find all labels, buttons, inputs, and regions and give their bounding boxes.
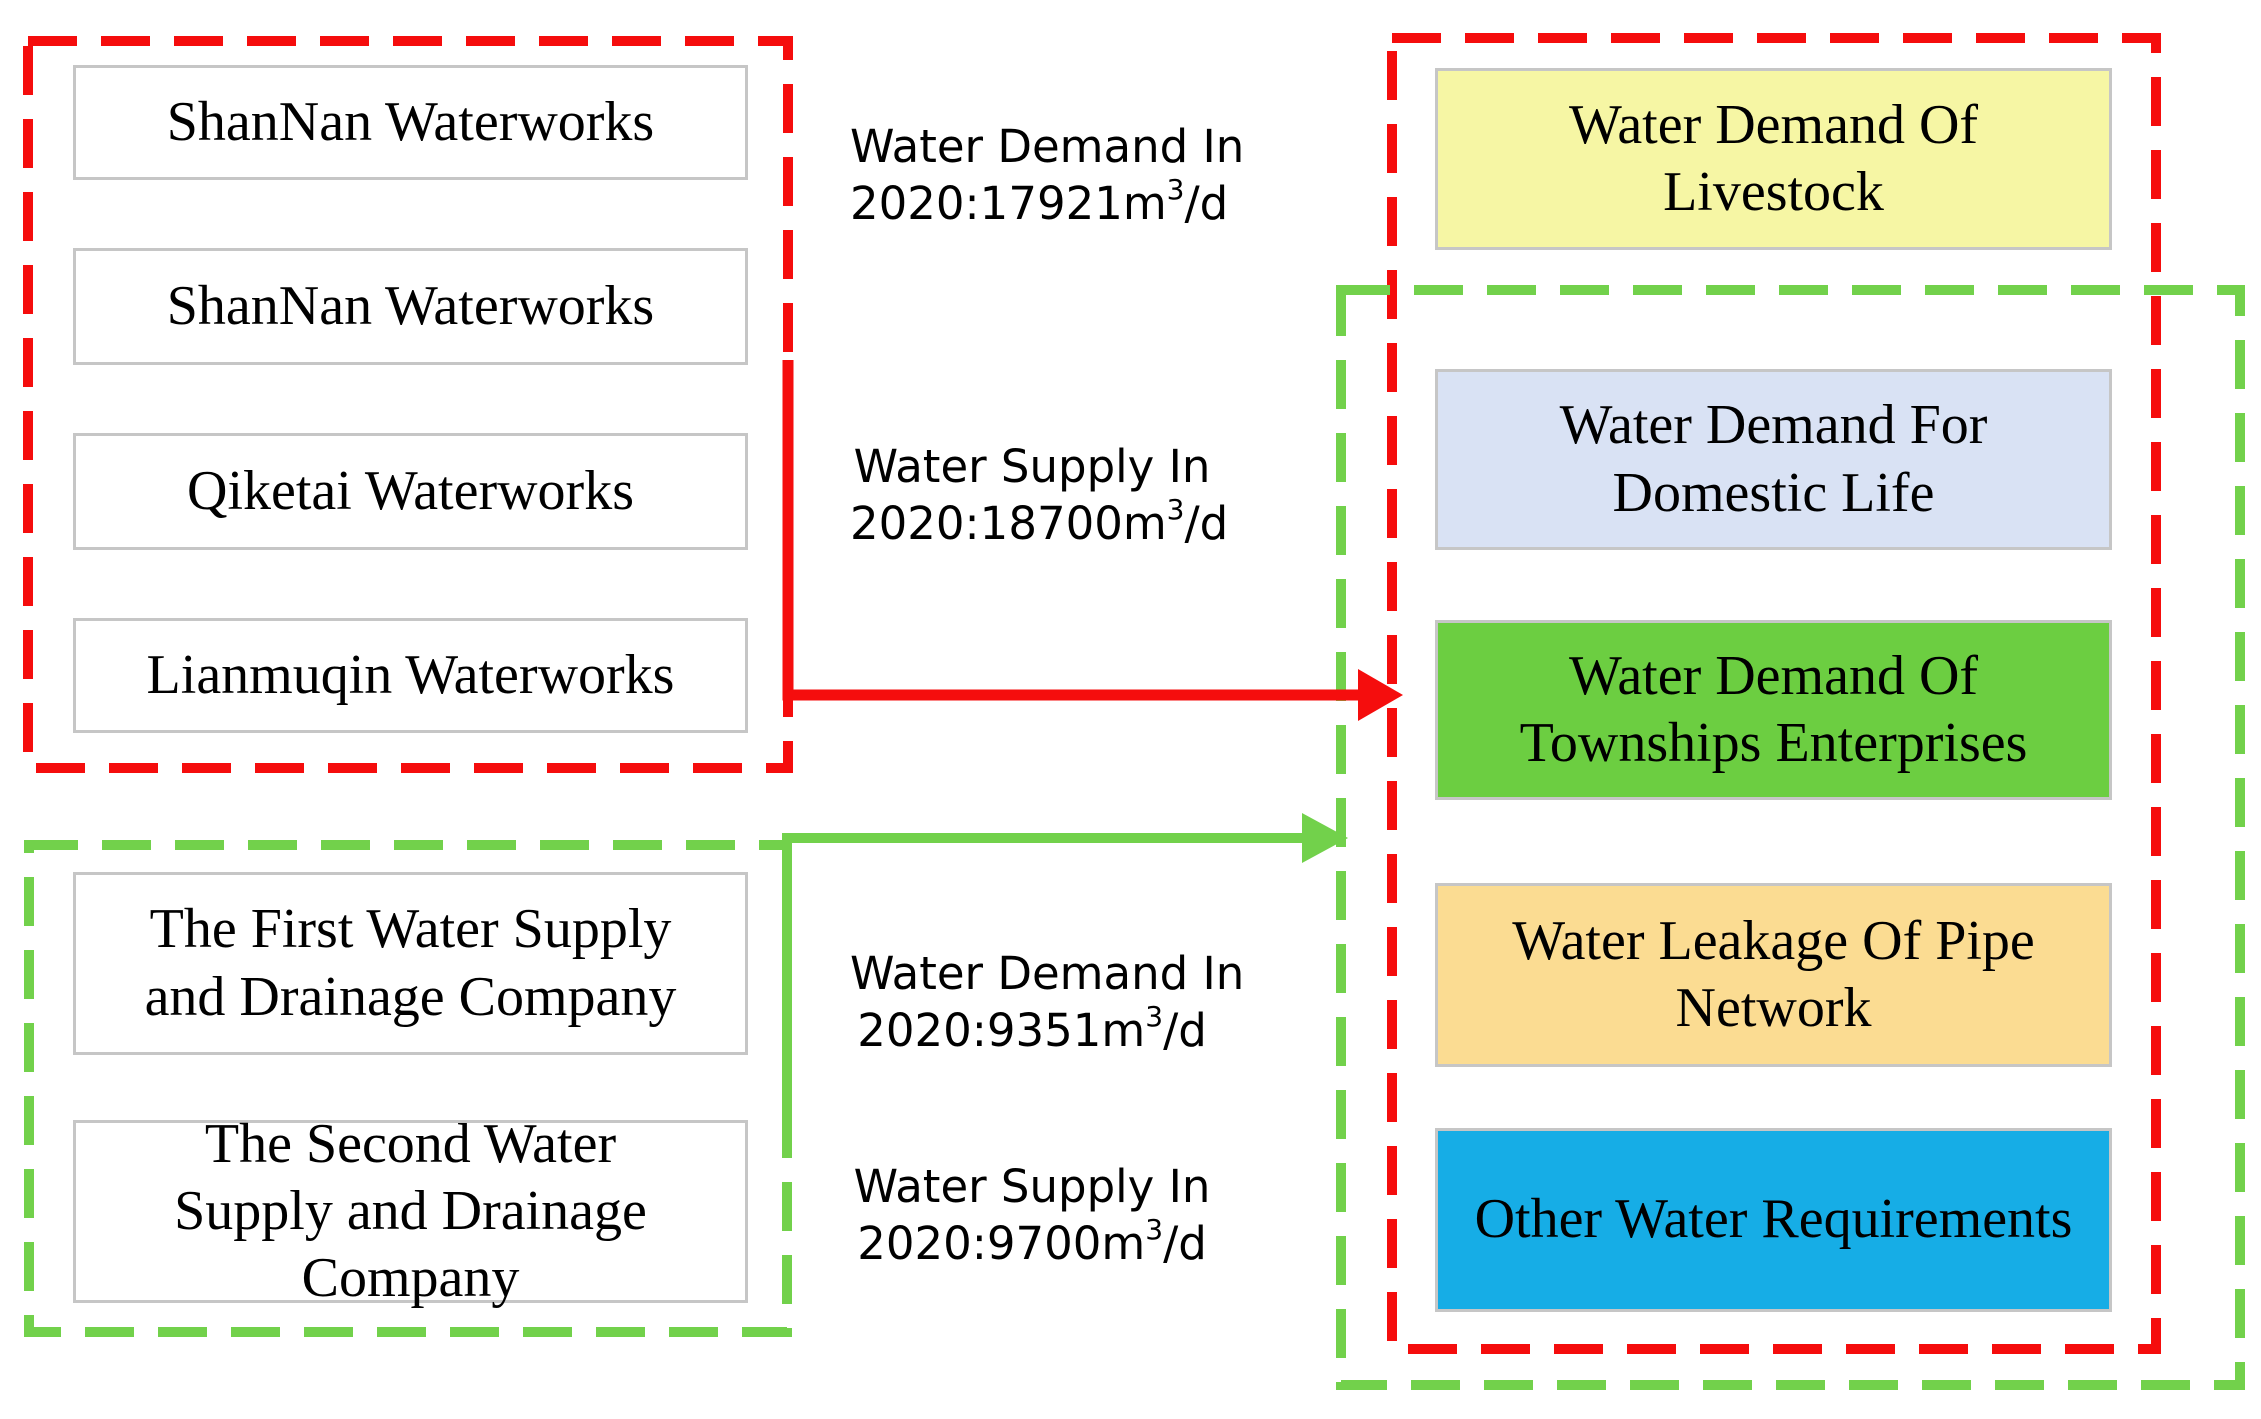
demand-box-pipe-leakage: Water Leakage Of Pipe Network [1435, 883, 2112, 1067]
flow-label-supply-2020-9700: Water Supply In 2020:9700m3/d [850, 1158, 1214, 1272]
demand-box-livestock: Water Demand Of Livestock [1435, 68, 2112, 250]
green-arrow-head-icon [1302, 813, 1348, 863]
superscript-exponent: 3 [1145, 1213, 1164, 1246]
superscript-exponent: 3 [1166, 493, 1185, 526]
waterworks-box-shannan-2: ShanNan Waterworks [73, 248, 748, 365]
company-box-second: The Second Water Supply and Drainage Com… [73, 1113, 748, 1309]
flow-label-line2: 2020:18700m3/d [850, 493, 1229, 551]
demand-box-domestic-life: Water Demand For Domestic Life [1435, 369, 2112, 550]
flow-label-line1: Water Supply In [853, 1160, 1211, 1213]
company-box-first: The First Water Supply and Drainage Comp… [73, 872, 748, 1055]
flow-label-line2: 2020:9351m3/d [857, 1000, 1207, 1058]
waterworks-box-lianmuqin: Lianmuqin Waterworks [73, 618, 748, 733]
demand-box-townships-enterprises: Water Demand Of Townships Enterprises [1435, 620, 2112, 800]
flow-label-line1: Water Demand In [850, 947, 1245, 1000]
flow-label-line1: Water Supply In [853, 440, 1211, 493]
demand-box-other-requirements: Other Water Requirements [1435, 1128, 2112, 1312]
waterworks-box-qiketai: Qiketai Waterworks [73, 433, 748, 550]
waterworks-box-shannan-1: ShanNan Waterworks [73, 65, 748, 180]
flow-label-line2: 2020:17921m3/d [850, 173, 1229, 231]
flow-label-line1: Water Demand In [850, 120, 1245, 173]
flow-label-demand-2020-17921: Water Demand In 2020:17921m3/d [850, 118, 1245, 232]
superscript-exponent: 3 [1166, 173, 1185, 206]
flow-label-demand-2020-9351: Water Demand In 2020:9351m3/d [850, 945, 1245, 1059]
superscript-exponent: 3 [1145, 1000, 1164, 1033]
flow-label-line2: 2020:9700m3/d [857, 1213, 1207, 1271]
red-arrow-head-icon [1358, 669, 1403, 721]
flow-label-supply-2020-18700: Water Supply In 2020:18700m3/d [850, 438, 1229, 552]
